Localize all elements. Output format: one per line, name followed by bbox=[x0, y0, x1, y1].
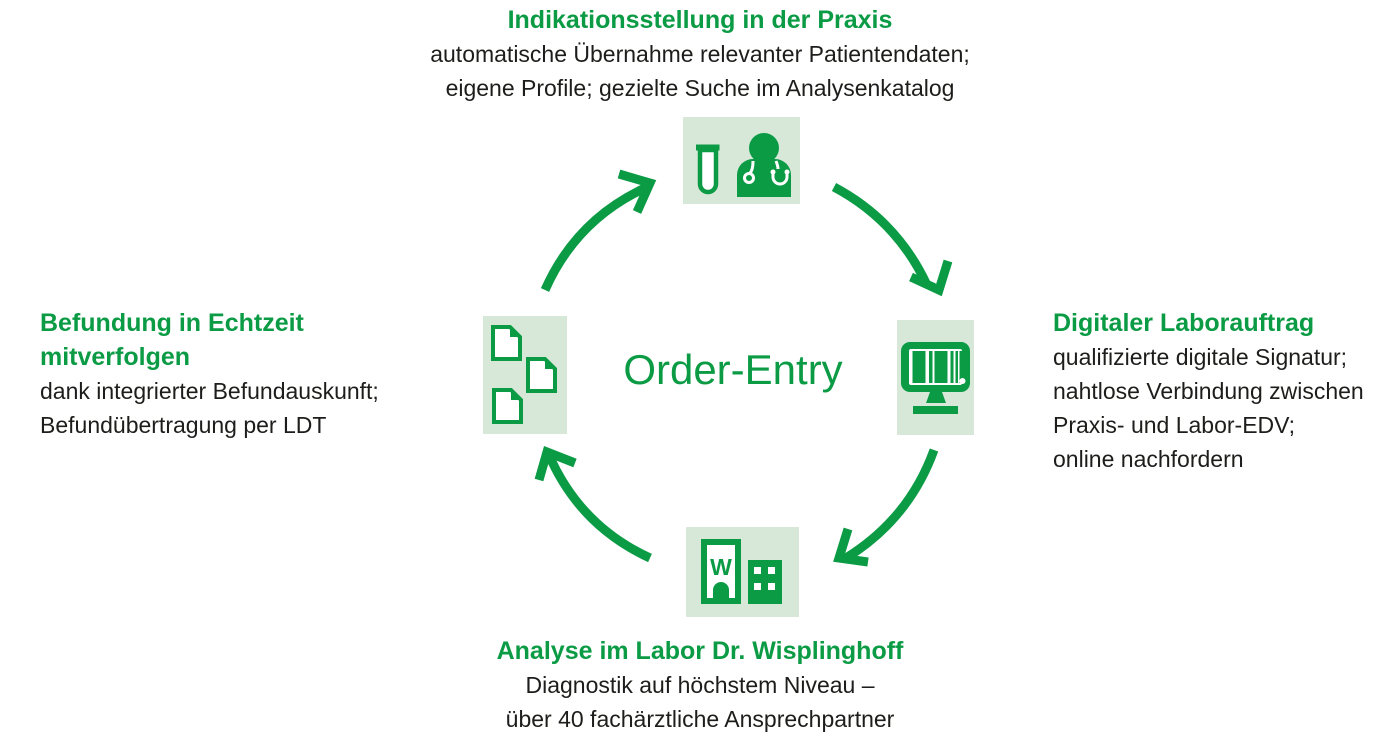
stage-right-description: qualifizierte digitale Signatur; nahtlos… bbox=[1053, 344, 1364, 472]
hospital-side-building bbox=[748, 560, 782, 604]
arrow-top-to-right-icon bbox=[831, 183, 953, 297]
stethoscope-tube-right bbox=[774, 160, 780, 170]
stage-bottom-text: Analyse im Labor Dr. Wisplinghoff Diagno… bbox=[0, 634, 1400, 736]
stage-top-icon-box bbox=[683, 117, 800, 204]
stethoscope-earpiece-right bbox=[784, 169, 790, 175]
stage-right-title: Digitaler Laborauftrag bbox=[1053, 309, 1315, 337]
center-title: Order-Entry bbox=[623, 346, 843, 393]
monitor-indicator-dot bbox=[959, 378, 966, 384]
stethoscope-chestpiece bbox=[743, 172, 755, 184]
stage-right-icon-box bbox=[897, 320, 974, 435]
document-page-3 bbox=[492, 388, 523, 424]
hospital-building-icon: W bbox=[701, 539, 782, 604]
stage-top-title: Indikationsstellung in der Praxis bbox=[507, 6, 893, 34]
testtube-cap bbox=[696, 144, 720, 151]
hospital-logo-w: W bbox=[710, 554, 732, 580]
barcode bbox=[912, 351, 962, 383]
testtube bbox=[697, 147, 719, 195]
stage-top-text: Indikationsstellung in der Praxis automa… bbox=[0, 3, 1400, 105]
arrow-right-to-bottom-icon bbox=[833, 448, 939, 567]
documents-icon bbox=[491, 325, 557, 424]
document-page-2 bbox=[526, 357, 557, 393]
stage-top-description: automatische Übernahme relevanter Patien… bbox=[430, 41, 970, 101]
stage-left-text: Befundung in Echtzeit mitverfolgen dank … bbox=[40, 306, 379, 442]
hospital-windows bbox=[754, 567, 775, 590]
document-page-1 bbox=[491, 325, 522, 361]
stage-left-description: dank integrierter Befundauskunft; Befund… bbox=[40, 378, 379, 438]
doctor-head bbox=[749, 133, 779, 163]
stage-bottom-icon-box: W bbox=[686, 527, 799, 617]
stage-left-icon-box bbox=[483, 316, 567, 434]
stethoscope-earpiece-left bbox=[770, 169, 776, 175]
stage-left-title: Befundung in Echtzeit mitverfolgen bbox=[40, 309, 304, 371]
stage-bottom-title: Analyse im Labor Dr. Wisplinghoff bbox=[496, 637, 904, 665]
arrow-bottom-to-left-icon bbox=[534, 446, 652, 563]
monitor-barcode-icon bbox=[901, 342, 970, 414]
stage-bottom-description: Diagnostik auf höchstem Niveau – über 40… bbox=[505, 672, 895, 732]
stage-right-text: Digitaler Laborauftrag qualifizierte dig… bbox=[1053, 306, 1364, 476]
stethoscope-binaural bbox=[771, 173, 789, 186]
monitor-stand bbox=[913, 406, 958, 414]
arrow-left-to-top-icon bbox=[540, 169, 657, 292]
hospital-door bbox=[713, 582, 729, 601]
monitor-neck bbox=[926, 392, 946, 403]
testtube-doctor-icon bbox=[696, 133, 791, 197]
